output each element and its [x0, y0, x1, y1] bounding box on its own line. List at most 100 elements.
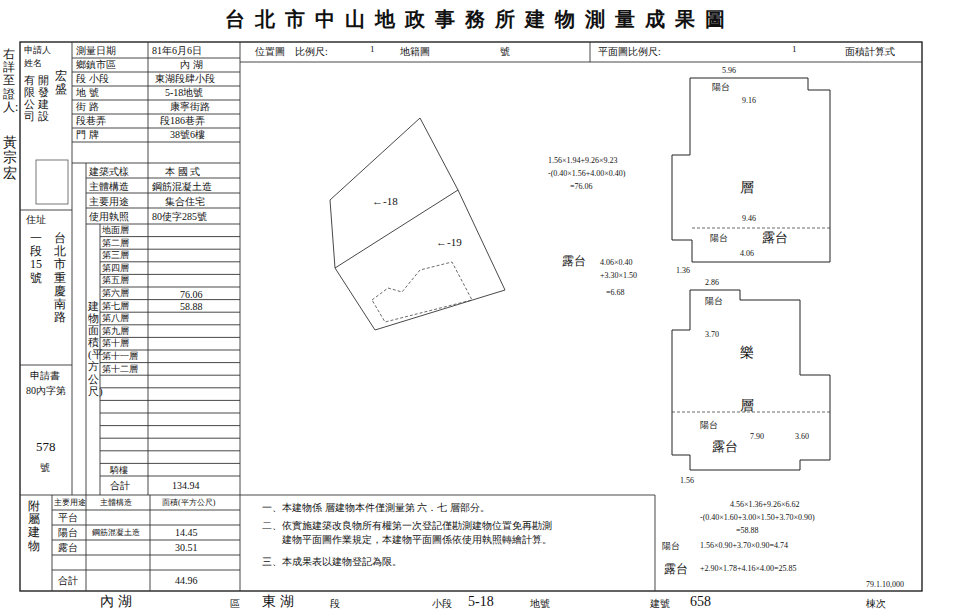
- form-text: 門 牌: [76, 129, 99, 141]
- form-text: 1.56: [680, 476, 694, 485]
- form-text: 第十一層: [102, 351, 138, 361]
- form-text: 段巷弄: [76, 115, 106, 127]
- form-text: 1: [370, 44, 375, 54]
- form-text: 內 湖: [180, 59, 203, 71]
- form-text: 5.96: [722, 66, 736, 75]
- form-text: 4.56×1.36+9.26×6.62: [730, 500, 800, 509]
- form-text: -(0.40×1.60+3.00×1.50+3.70×0.90): [700, 513, 815, 522]
- form-text: 露台: [58, 542, 78, 554]
- form-text: 7.90: [750, 432, 764, 441]
- form-text: 有限公司: [24, 74, 35, 122]
- form-text: 1: [792, 44, 797, 54]
- form-text: 44.96: [175, 575, 198, 587]
- form-text: 東 湖: [262, 594, 294, 610]
- form-text: 鋼筋混凝土造: [152, 181, 212, 193]
- form-text: 2.86: [705, 278, 719, 287]
- form-text: +2.90×1.78+4.16×4.00=25.85: [700, 564, 797, 573]
- form-text: 三、本成果表以建物登記為限。: [262, 556, 402, 568]
- form-text: 內 湖: [100, 594, 132, 610]
- form-text: 區: [230, 598, 240, 610]
- form-text: 段186巷弄: [160, 115, 205, 127]
- form-text: 位置圖: [255, 46, 285, 58]
- form-text: 層: [740, 180, 754, 196]
- table-rules: [20, 42, 922, 591]
- form-text: 住址: [26, 214, 46, 226]
- form-text: 第七層: [102, 301, 129, 311]
- form-text: 76.06: [180, 289, 203, 301]
- form-text: 層: [740, 398, 754, 414]
- form-text: 陽台: [705, 296, 723, 306]
- form-text: 58.88: [180, 301, 203, 313]
- form-text: 合計: [58, 575, 78, 587]
- form-text: 陽台: [710, 233, 728, 243]
- form-text: 露台: [562, 255, 586, 269]
- form-text: 79.1.10,000: [866, 580, 904, 589]
- form-text: 4.06: [740, 249, 754, 258]
- form-text: +3.30×1.50: [600, 271, 637, 280]
- form-text: 主要用途: [89, 196, 129, 208]
- form-text: =58.88: [736, 526, 759, 535]
- form-text: 平台: [58, 512, 78, 524]
- form-text: 30.51: [175, 542, 198, 554]
- form-text: 開發建設: [38, 74, 49, 122]
- form-text: 合計: [110, 480, 130, 492]
- form-text: 3.70: [705, 330, 719, 339]
- form-text: -(0.40×1.56+4.00×0.40): [548, 169, 626, 178]
- form-text: 地面層: [102, 225, 129, 235]
- form-text: 一段15號: [30, 232, 42, 285]
- form-text: 面積(平方公尺): [162, 498, 215, 507]
- form-text: 9.46: [742, 214, 756, 223]
- form-text: 露台: [712, 440, 738, 455]
- form-text: 建號: [650, 598, 670, 610]
- form-text: 段 小段: [76, 73, 109, 85]
- form-text: 建物平面圖作業規定，本建物平面圖係依使用執照轉繪計算。: [282, 534, 552, 546]
- form-text: 比例尺:: [295, 46, 328, 58]
- form-text: 附屬建物: [28, 500, 40, 553]
- balcony-line: [692, 228, 830, 229]
- document-title: 台北市中山地政事務所建物測量成果圖: [0, 6, 960, 33]
- form-text: 集合住宅: [165, 196, 205, 208]
- form-text: 平面圖比例尺:: [598, 46, 661, 58]
- form-text: 第九層: [102, 326, 129, 336]
- form-text: 二、依實施建築改良物所有權第一次登記僅勘測建物位置免再勘測: [262, 520, 552, 532]
- form-text: 一、本建物係 層建物本件僅測量第 六．七 層部分。: [262, 502, 490, 514]
- form-text: 康寧街路: [170, 101, 210, 113]
- form-text: 1.36: [676, 266, 690, 275]
- form-text: 5-18: [468, 594, 494, 610]
- form-text: 黃宗宏: [3, 135, 17, 181]
- form-text: 露台: [664, 563, 688, 577]
- form-text: 地 號: [76, 87, 99, 99]
- form-text: 陽台: [700, 420, 718, 430]
- form-text: =76.06: [570, 182, 593, 191]
- form-text: 5-18地號: [165, 87, 203, 99]
- form-text: 第三層: [102, 250, 129, 260]
- form-text: 街 路: [76, 101, 99, 113]
- form-text: 小段: [432, 598, 452, 610]
- form-text: 段: [330, 598, 340, 610]
- outer-frame: [20, 42, 922, 591]
- form-text: 81年6月6日: [152, 45, 202, 57]
- building-footprint: [372, 262, 472, 322]
- form-text: 80內字第: [26, 385, 66, 397]
- form-text: 陽台: [712, 82, 730, 92]
- form-text: 第十層: [102, 338, 129, 348]
- form-text: =6.68: [606, 288, 625, 297]
- form-text: 陽台: [662, 541, 680, 551]
- lot-boundaries: [330, 118, 505, 330]
- floor-plan-lower: [672, 290, 830, 470]
- form-text: 樂: [740, 345, 754, 361]
- form-text: 面積計算式: [845, 46, 895, 58]
- form-text: 台北市重慶南路: [54, 232, 66, 324]
- form-text: 4.06×0.40: [600, 258, 633, 267]
- form-text: 第二層: [102, 238, 129, 248]
- form-text: 第五層: [102, 275, 129, 285]
- form-text: 地籍圖: [400, 46, 430, 58]
- form-text: 使用執照: [89, 211, 129, 223]
- form-text: 主體構造: [100, 498, 132, 507]
- form-text: 658: [690, 594, 711, 610]
- form-text: 578: [36, 440, 56, 455]
- form-text: 鋼筋混凝土造: [92, 528, 140, 537]
- form-text: 第六層: [102, 288, 129, 298]
- form-text: ←-18: [372, 195, 398, 208]
- form-text: 申請書: [30, 370, 60, 382]
